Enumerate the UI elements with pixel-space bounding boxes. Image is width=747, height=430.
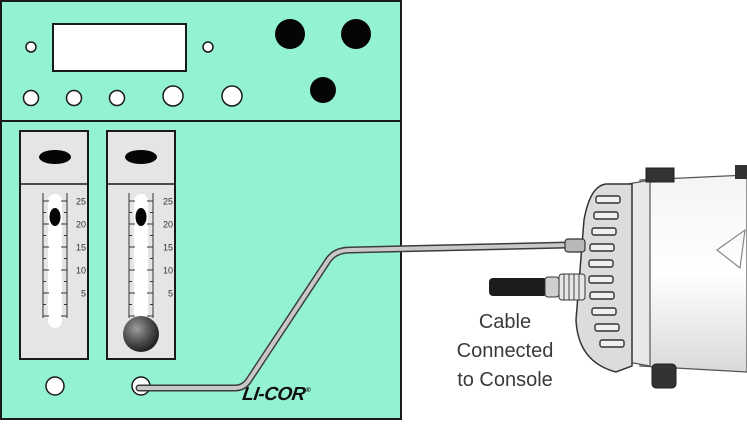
knob-top-left[interactable] — [275, 19, 305, 49]
knob-bottom[interactable] — [310, 77, 336, 103]
gauge-indicator-icon — [39, 150, 71, 164]
knob-top-right[interactable] — [341, 19, 371, 49]
display-window — [52, 23, 187, 72]
callout-line-2: Connected — [456, 340, 554, 362]
gauge-tick-label: 10 — [76, 266, 86, 276]
flow-gauge-right: 25 20 15 10 5 — [106, 130, 176, 360]
brand-logo: LI-COR® — [241, 384, 312, 405]
gauge-tick-label: 20 — [76, 220, 86, 230]
gauge-reservoir-ball — [123, 316, 159, 352]
gauge-float — [49, 208, 61, 226]
console-button-2[interactable] — [65, 89, 83, 107]
callout-line-1: Cable — [478, 311, 532, 333]
indicator-light-right — [202, 41, 214, 53]
console-button-3[interactable] — [108, 89, 126, 107]
gauge-ticks: 25 20 15 10 5 — [43, 197, 86, 317]
cable-callout: Cable Connected to Console — [420, 308, 590, 395]
gauge-ticks: 25 20 15 10 5 — [129, 197, 173, 317]
side-connector — [489, 273, 586, 301]
cable-connector — [564, 238, 586, 253]
gauge-tick-label: 5 — [81, 289, 86, 299]
gauge-tick-label: 10 — [163, 266, 173, 276]
console-button-5[interactable] — [221, 85, 243, 107]
callout-line-3: to Console — [457, 369, 553, 391]
gauge-tick-label: 15 — [163, 243, 173, 253]
gauge-tube — [48, 194, 62, 328]
gauge-tick-label: 25 — [76, 197, 86, 207]
gauge-float — [135, 208, 147, 226]
console-port-left[interactable] — [45, 376, 65, 396]
console-button-4[interactable] — [162, 85, 184, 107]
console-button-1[interactable] — [22, 89, 40, 107]
analyzer-head — [489, 165, 747, 389]
gauge-tick-label: 5 — [168, 289, 173, 299]
indicator-light-left — [25, 41, 37, 53]
flow-gauge-left: 25 20 15 10 5 — [19, 130, 89, 360]
cable — [135, 241, 572, 392]
console: 25 20 15 10 5 25 20 15 10 5 LI-COR® — [0, 0, 402, 420]
gauge-tube — [134, 194, 148, 324]
gauge-tick-label: 20 — [163, 220, 173, 230]
gauge-tick-label: 15 — [76, 243, 86, 253]
gauge-tick-label: 25 — [163, 197, 173, 207]
gauge-indicator-icon — [125, 150, 157, 164]
